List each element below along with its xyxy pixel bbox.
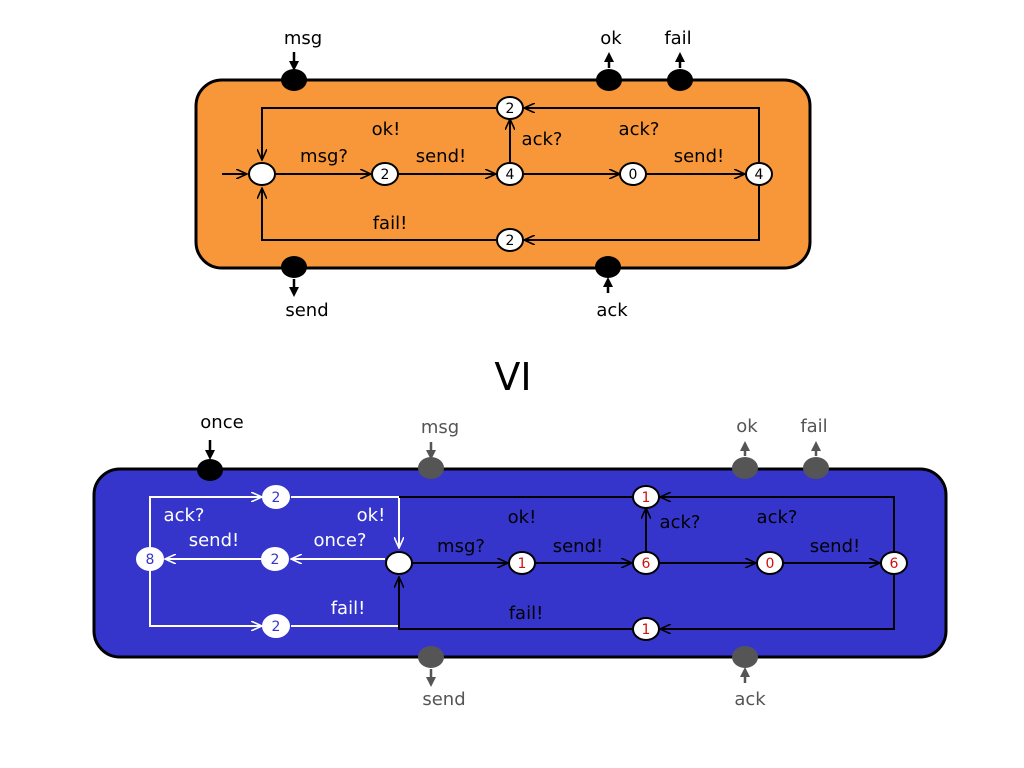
top-label-send2: send! <box>674 146 725 167</box>
bottom-edge-labels: ack? send! ok! once? fail! msg? send! ok… <box>164 505 861 624</box>
bottom-node-w-left-value: 8 <box>146 552 155 568</box>
bottom-label-ack-right: ack? <box>757 507 798 528</box>
top-edge-fail <box>262 188 496 241</box>
bottom-label-w-fail: fail! <box>331 598 366 619</box>
top-edge-ack-right <box>524 108 760 163</box>
top-node-top <box>496 96 524 120</box>
bottom-port-ack-label: ack <box>734 689 766 710</box>
top-node-top-value: 2 <box>506 101 515 117</box>
bottom-label-msg: msg? <box>437 536 485 557</box>
bottom-label-w-once: once? <box>314 530 367 551</box>
top-ports: msg ok fail send ack <box>281 28 693 321</box>
bottom-port-once-label: once <box>200 412 243 433</box>
top-label-ack-right: ack? <box>619 119 660 140</box>
top-node-labels: 2 4 2 0 4 2 <box>381 101 764 249</box>
bottom-node-w-top <box>262 485 290 509</box>
top-edge-right-down <box>524 185 760 240</box>
top-port-send[interactable] <box>281 256 307 278</box>
bottom-node-zero <box>756 551 784 575</box>
bottom-label-ok: ok! <box>508 507 537 528</box>
bottom-label-w-ok: ok! <box>357 505 386 526</box>
bottom-edge-fail <box>399 577 632 630</box>
bottom-automaton: once msg ok fail send ack <box>92 412 948 710</box>
bottom-node-bottom-value: 1 <box>642 622 651 638</box>
bottom-node-msg <box>508 551 536 575</box>
top-nodes <box>248 96 773 252</box>
top-label-send1: send! <box>416 146 467 167</box>
top-label-ack-up: ack? <box>522 129 563 150</box>
bottom-label-fail: fail! <box>509 603 544 624</box>
bottom-node-w-left <box>136 547 164 571</box>
top-port-msg-label: msg <box>284 28 322 49</box>
bottom-port-send[interactable] <box>418 646 444 668</box>
bottom-node-labels: 2 2 2 8 1 6 1 0 6 1 <box>146 490 899 638</box>
bottom-ports: once msg ok fail send ack <box>197 412 829 710</box>
top-port-send-label: send <box>285 300 328 321</box>
bottom-node-top <box>632 485 660 509</box>
top-node-bottom-value: 2 <box>506 233 515 249</box>
bottom-node-right <box>880 551 908 575</box>
bottom-port-fail-label: fail <box>800 416 827 437</box>
bottom-edge-w-ack <box>149 497 262 548</box>
top-node-msg <box>371 162 399 186</box>
bottom-node-w-mid-value: 2 <box>271 552 280 568</box>
bottom-port-once[interactable] <box>197 459 223 481</box>
bottom-node-right-value: 6 <box>890 556 899 572</box>
top-edge-labels: msg? send! ok! ack? ack? send! fail! <box>300 119 724 234</box>
top-edges <box>222 107 760 241</box>
top-automaton: msg ok fail send ack <box>194 28 812 321</box>
bottom-node-w-top-value: 2 <box>272 490 281 506</box>
top-port-ack-label: ack <box>596 300 628 321</box>
bottom-node-bottom <box>632 617 660 641</box>
bottom-node-initial <box>385 551 413 575</box>
bottom-edge-w-fail <box>149 570 262 626</box>
top-port-ok[interactable] <box>596 69 622 91</box>
bottom-label-ack-up: ack? <box>660 512 701 533</box>
bottom-port-ack[interactable] <box>732 646 758 668</box>
top-port-fail[interactable] <box>667 69 693 91</box>
bottom-label-send1: send! <box>553 536 604 557</box>
top-port-msg[interactable] <box>281 69 307 91</box>
bottom-node-w-bot-value: 2 <box>272 619 281 635</box>
bottom-node-w-bot <box>262 614 290 638</box>
top-edge-ok <box>262 107 496 160</box>
top-port-ack[interactable] <box>595 256 621 278</box>
top-node-initial <box>248 162 276 186</box>
bottom-label-w-send: send! <box>189 530 240 551</box>
top-node-msg-value: 2 <box>381 167 390 183</box>
top-node-send-value: 4 <box>506 167 515 183</box>
bottom-edge-ack-right <box>660 497 895 552</box>
bottom-port-fail[interactable] <box>803 457 829 479</box>
bottom-node-zero-value: 0 <box>766 556 775 572</box>
bottom-node-msg-value: 1 <box>518 556 527 572</box>
bottom-port-send-label: send <box>422 689 465 710</box>
diagram-title: VI <box>494 355 531 399</box>
top-node-right-value: 4 <box>755 167 764 183</box>
top-label-fail: fail! <box>373 213 408 234</box>
bottom-port-ok-label: ok <box>736 416 758 437</box>
top-port-fail-label: fail <box>664 28 691 49</box>
top-node-zero-value: 0 <box>629 167 638 183</box>
bottom-node-w-mid <box>261 547 289 571</box>
bottom-port-msg-label: msg <box>421 417 459 438</box>
bottom-black-edges <box>399 497 895 630</box>
top-node-right <box>745 162 773 186</box>
bottom-node-top-value: 1 <box>642 490 651 506</box>
top-label-ok: ok! <box>372 119 401 140</box>
bottom-nodes <box>136 485 908 641</box>
bottom-label-send2: send! <box>810 536 861 557</box>
bottom-white-edges <box>149 497 399 626</box>
top-port-ok-label: ok <box>600 28 622 49</box>
bottom-port-ok[interactable] <box>732 457 758 479</box>
bottom-edge-right-down <box>660 574 895 629</box>
bottom-node-send <box>632 551 660 575</box>
top-node-zero <box>619 162 647 186</box>
bottom-port-msg[interactable] <box>418 457 444 479</box>
bottom-node-send-value: 6 <box>642 556 651 572</box>
top-node-send <box>496 162 524 186</box>
bottom-label-w-ack: ack? <box>164 505 205 526</box>
top-node-bottom <box>496 228 524 252</box>
top-label-msg: msg? <box>300 146 348 167</box>
